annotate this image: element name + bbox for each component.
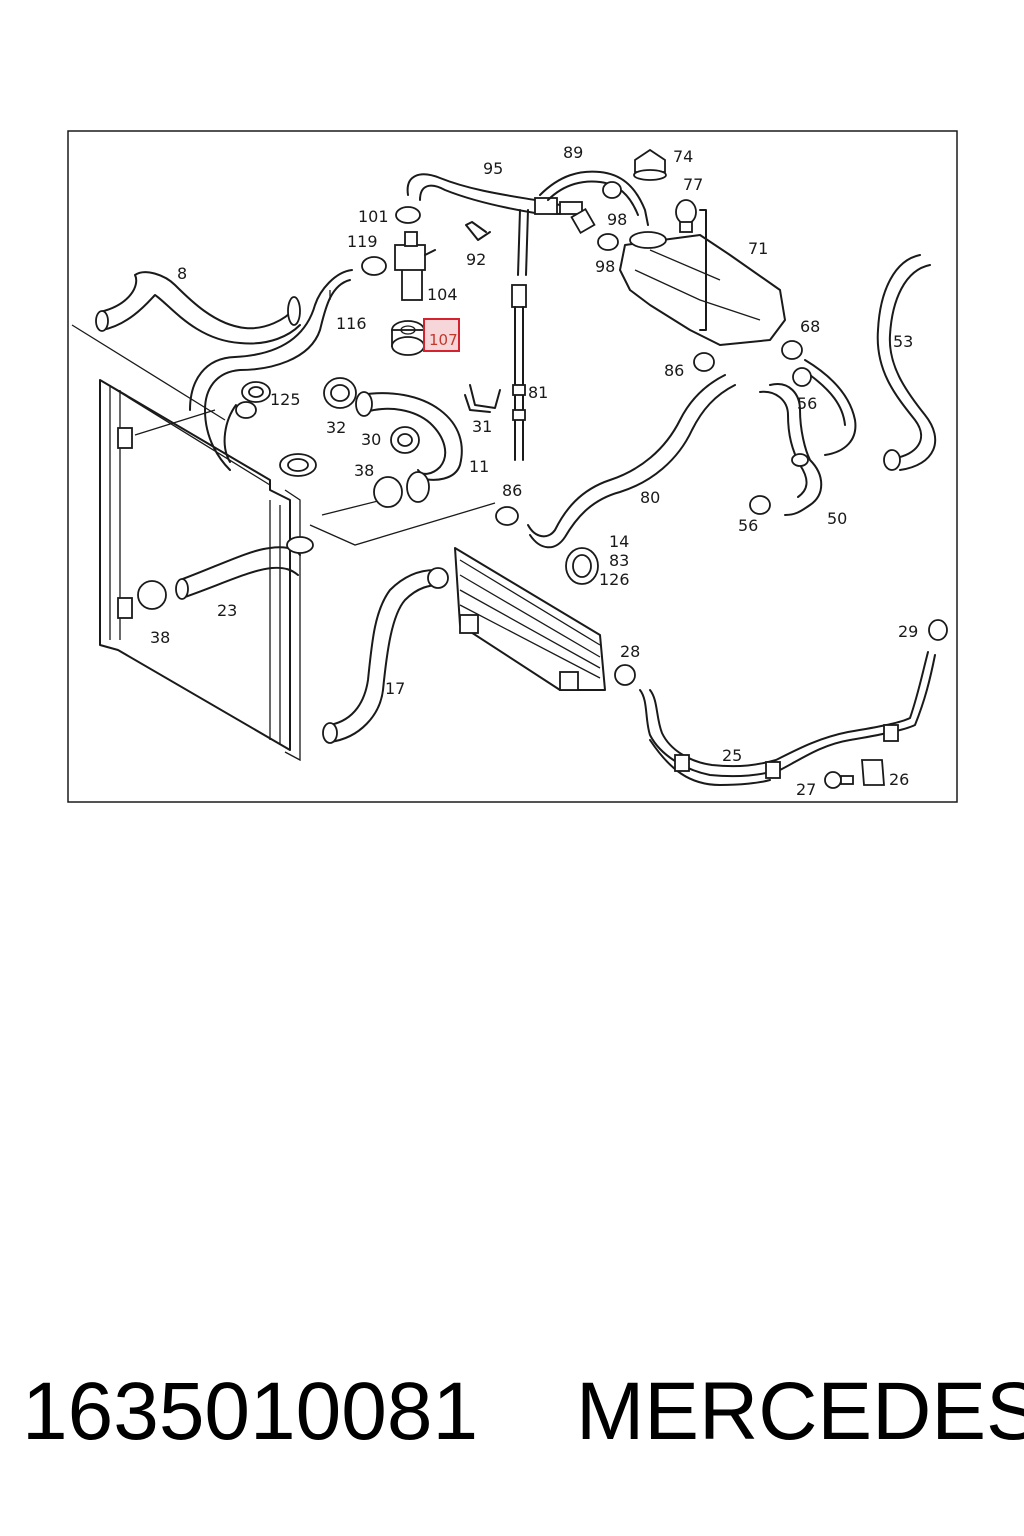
clamp-86-lower (495, 506, 519, 526)
hose-17 (329, 569, 436, 726)
hose-53 (876, 254, 922, 459)
bolt-27 (824, 771, 854, 789)
oil-cooler (454, 547, 606, 691)
label-83: 83 (609, 551, 629, 570)
label-8: 8 (177, 264, 187, 283)
label-29: 29 (898, 622, 918, 641)
label-86-upper: 86 (664, 361, 684, 380)
valve-104 (394, 231, 436, 301)
thermostat-14 (565, 547, 599, 585)
clamp-32 (323, 377, 357, 409)
clamp-125 (241, 381, 271, 403)
part-number: 1635010081 (22, 1366, 479, 1457)
hose-11 (359, 392, 463, 481)
clamp-98-lower (597, 233, 619, 251)
label-71: 71 (748, 239, 768, 258)
clamp-38 (373, 476, 403, 508)
bracket-31 (464, 384, 501, 413)
product-caption: 1635010081 MERCEDES (22, 1365, 1024, 1475)
callout-labels: 95 89 74 77 101 119 92 98 98 71 8 104 11… (150, 143, 918, 799)
label-74: 74 (673, 147, 693, 166)
hose-89 (539, 170, 649, 226)
clamp-38-lower (137, 580, 167, 610)
label-104: 104 (427, 285, 458, 304)
label-27: 27 (796, 780, 816, 799)
hose-81 (511, 284, 527, 461)
label-38-upper: 38 (354, 461, 374, 480)
bracket-26 (861, 759, 885, 786)
clamp-32-lower (279, 453, 317, 477)
label-11: 11 (469, 457, 489, 476)
hose-8 (99, 271, 296, 330)
label-14: 14 (609, 532, 629, 551)
label-68: 68 (800, 317, 820, 336)
label-23: 23 (217, 601, 237, 620)
diagram-frame (67, 130, 958, 803)
label-95: 95 (483, 159, 503, 178)
label-92: 92 (466, 250, 486, 269)
label-81: 81 (528, 383, 548, 402)
radiator (99, 379, 301, 762)
clamp-101 (395, 206, 421, 224)
clamp-86-upper (693, 352, 715, 372)
clamp-119 (361, 256, 387, 276)
label-126: 126 (599, 570, 630, 589)
highlight-box-107 (423, 318, 460, 352)
label-30: 30 (361, 430, 381, 449)
cap-77 (675, 199, 697, 233)
label-38-lower: 38 (150, 628, 170, 647)
hose-80 (527, 374, 726, 538)
label-98-lower: 98 (595, 257, 615, 276)
label-25: 25 (722, 746, 742, 765)
cap-74 (633, 148, 667, 181)
brand-name: MERCEDES (576, 1366, 1024, 1457)
label-86-lower: 86 (502, 481, 522, 500)
label-56-lower: 56 (738, 516, 758, 535)
label-32-upper: 32 (326, 418, 346, 437)
label-107: 107 (429, 331, 458, 349)
label-28: 28 (620, 642, 640, 661)
hose-23 (179, 546, 301, 581)
part-107 (391, 320, 425, 356)
clamp-68 (781, 340, 803, 360)
clamp-98-upper (602, 181, 622, 199)
hose-50 (769, 383, 823, 516)
label-50: 50 (827, 509, 847, 528)
label-80: 80 (640, 488, 660, 507)
label-56-upper: 56 (797, 394, 817, 413)
clamp-28 (614, 664, 636, 686)
label-101: 101 (358, 207, 389, 226)
label-89: 89 (563, 143, 583, 162)
clamp-30 (390, 426, 420, 454)
clamp-56-upper (792, 367, 812, 387)
hose-116 (204, 279, 351, 471)
label-98-upper: 98 (607, 210, 627, 229)
label-77: 77 (683, 175, 703, 194)
label-31: 31 (472, 417, 492, 436)
hose-95 (406, 173, 561, 206)
label-26: 26 (889, 770, 909, 789)
label-53: 53 (893, 332, 913, 351)
clip-92 (465, 221, 491, 241)
label-116: 116 (336, 314, 367, 333)
label-119: 119 (347, 232, 378, 251)
leader-line (309, 497, 496, 546)
label-125: 125 (270, 390, 301, 409)
label-17: 17 (385, 679, 405, 698)
expansion-tank-71 (619, 209, 786, 346)
clamp-56-lower (749, 495, 771, 515)
clamp-29 (928, 619, 948, 641)
